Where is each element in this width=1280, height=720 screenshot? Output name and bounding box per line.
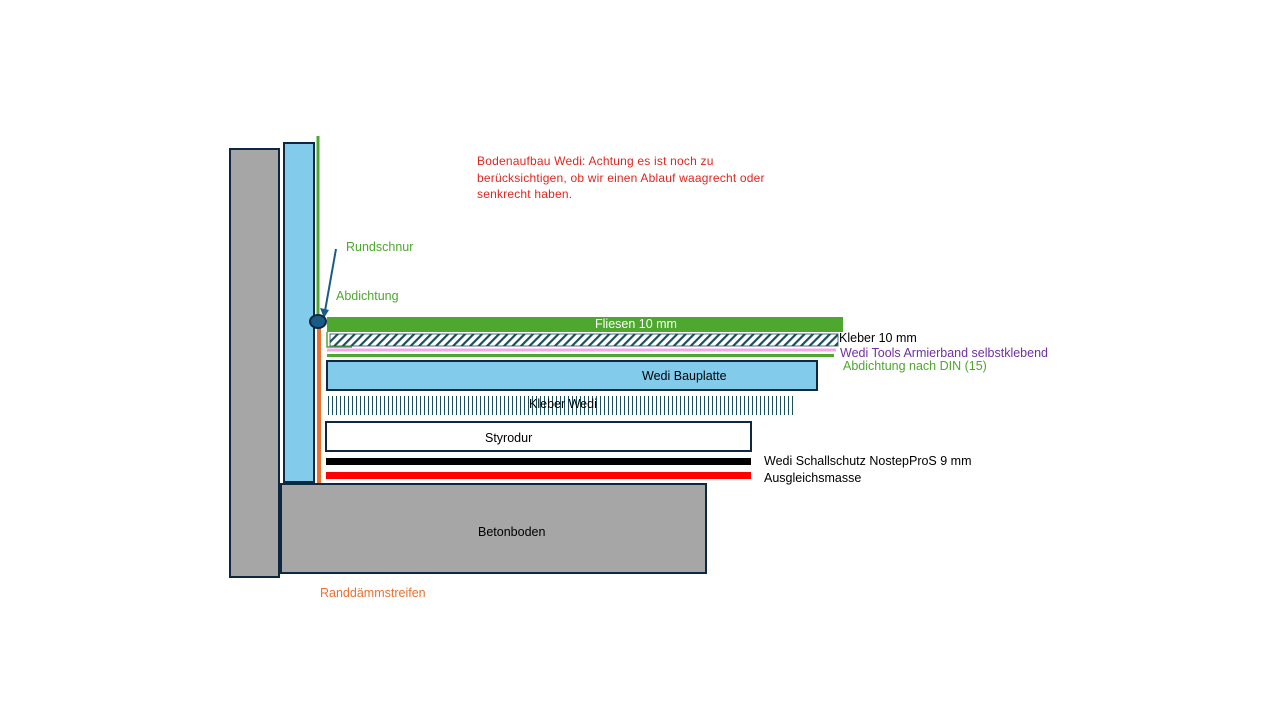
label-kleber-10: Kleber 10 mm — [839, 331, 917, 345]
wall — [229, 148, 280, 578]
leveling-compound-layer — [326, 472, 751, 479]
wedi-adhesive-layer — [327, 396, 794, 415]
round-cord-pointer — [324, 248, 337, 312]
construction-note: Bodenaufbau Wedi: Achtung es ist noch zu… — [477, 154, 765, 201]
label-bauplatte: Wedi Bauplatte — [642, 369, 727, 383]
styrodur-layer — [325, 421, 752, 452]
round-cord-marker — [309, 314, 327, 329]
sealing-bracket — [326, 332, 352, 348]
label-abdichtung-din: Abdichtung nach DIN (15) — [843, 359, 987, 373]
tile-layer — [327, 317, 843, 332]
sound-insulation-layer — [326, 458, 751, 465]
label-abdichtung: Abdichtung — [336, 289, 399, 303]
label-schallschutz: Wedi Schallschutz NostepProS 9 mm — [764, 454, 972, 468]
label-rundschnur: Rundschnur — [346, 240, 414, 254]
concrete-floor — [280, 483, 707, 574]
label-randdaemmstreifen: Randdämmstreifen — [320, 586, 426, 600]
label-fliesen: Fliesen 10 mm — [595, 317, 677, 331]
label-kleber-wedi: Kleber Wedi — [529, 397, 597, 411]
tile-adhesive-layer — [329, 333, 839, 347]
label-styrodur: Styrodur — [485, 431, 533, 445]
round-cord-pointer-head — [320, 308, 329, 318]
wall-board — [283, 142, 315, 483]
label-ausgleichsmasse: Ausgleichsmasse — [764, 471, 862, 485]
wedi-board-layer — [326, 360, 818, 391]
label-betonboden: Betonboden — [478, 525, 546, 539]
label-armierband: Wedi Tools Armierband selbstklebend — [840, 346, 1048, 360]
